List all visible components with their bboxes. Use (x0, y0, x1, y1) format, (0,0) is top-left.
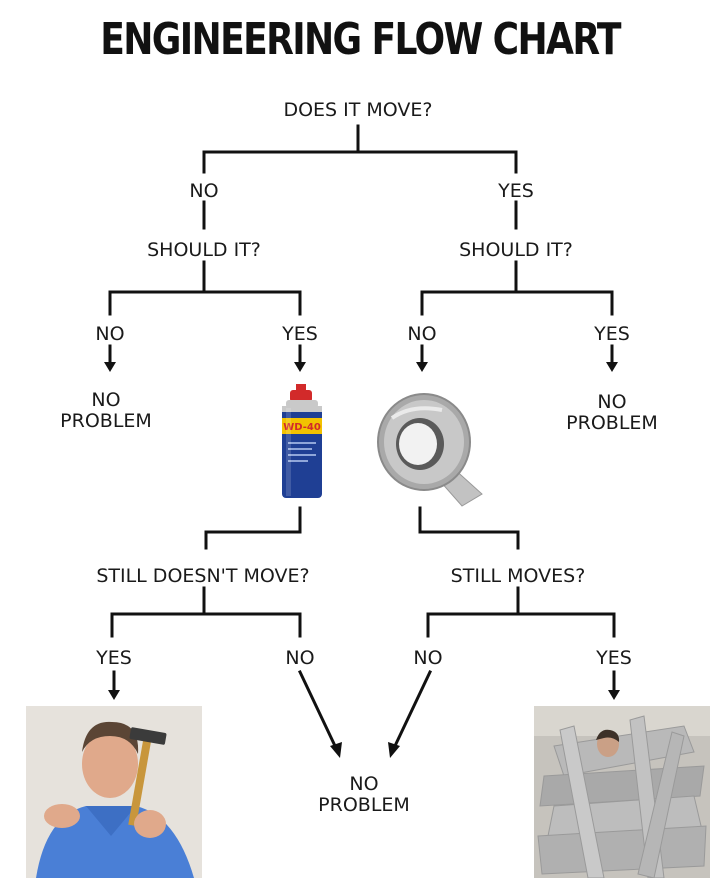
wd40-can-image: WD-40 (282, 384, 322, 498)
arrow-head (330, 742, 342, 758)
node-should-it-left: SHOULD IT? (147, 239, 261, 261)
label-yes: YES (96, 647, 132, 669)
arrow-head (108, 690, 120, 700)
arrow-head (388, 742, 400, 758)
arrow-head (104, 362, 116, 372)
node-should-it-right: SHOULD IT? (459, 239, 573, 261)
node-no-problem-bottom: NO PROBLEM (318, 773, 410, 816)
arrow-head (608, 690, 620, 700)
node-still-doesnt-move: STILL DOESN'T MOVE? (96, 565, 310, 587)
node-no-problem-right: NO PROBLEM (566, 391, 658, 434)
label-yes: YES (498, 180, 534, 202)
label-no: NO (189, 180, 219, 202)
label-yes: YES (282, 323, 318, 345)
label-yes: YES (596, 647, 632, 669)
label-no: NO (413, 647, 443, 669)
taped-man-photo (534, 706, 710, 878)
duct-tape-image (377, 393, 483, 507)
node-still-moves: STILL MOVES? (450, 565, 586, 587)
label-no: NO (95, 323, 125, 345)
label-yes: YES (594, 323, 630, 345)
hammer-man-photo (26, 706, 202, 878)
arrow-head (416, 362, 428, 372)
wd40-logo-text: WD-40 (283, 422, 321, 433)
node-no-problem-left: NO PROBLEM (60, 389, 152, 432)
node-does-it-move: DOES IT MOVE? (283, 99, 433, 121)
page-title: ENGINEERING FLOW CHART (100, 14, 621, 65)
label-no: NO (407, 323, 437, 345)
label-no: NO (285, 647, 315, 669)
arrow-head (294, 362, 306, 372)
arrow-head (606, 362, 618, 372)
